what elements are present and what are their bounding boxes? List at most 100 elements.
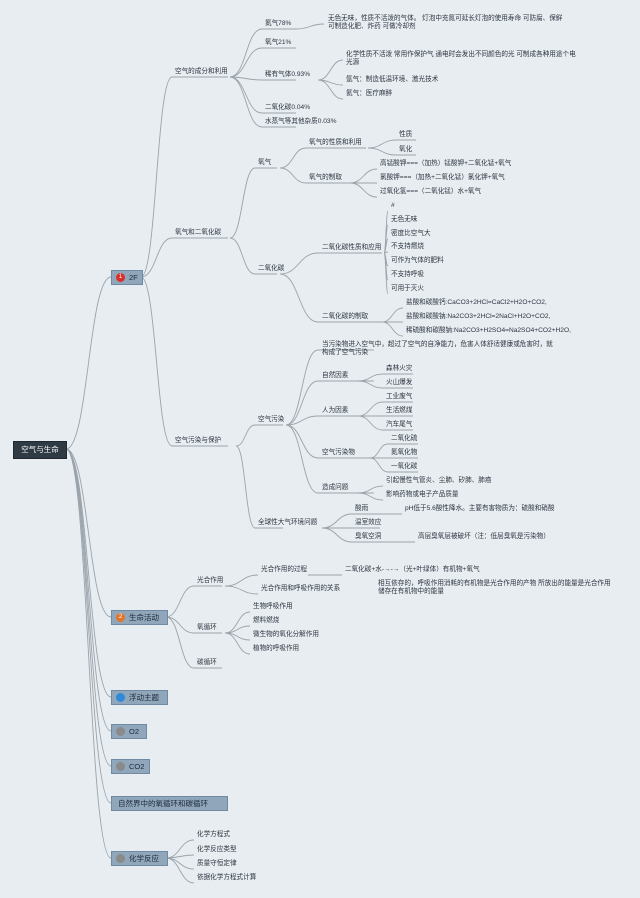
leaf-co2-prep[interactable]: 盐酸和碳酸钙:CaCO3+2HCl=CaCl2+H2O+CO2,: [406, 299, 547, 306]
leaf-o2-property[interactable]: 性质: [399, 131, 413, 138]
connector-line: [224, 585, 259, 595]
leaf-co2-property[interactable]: 不支持燃烧: [391, 243, 424, 250]
leaf-oxygen-cycle[interactable]: 生物呼吸作用: [253, 603, 293, 610]
node-problems[interactable]: 造成问题: [322, 484, 349, 491]
leaf-natural-factor[interactable]: 森林火灾: [386, 365, 413, 372]
connector-line: [65, 448, 112, 804]
connector-line: [165, 616, 222, 634]
node-human-factors[interactable]: 人为因素: [322, 407, 349, 414]
node-oxygen[interactable]: 氧气21%: [265, 39, 292, 46]
node-photosynthesis[interactable]: 光合作用: [197, 577, 224, 584]
marker-badge: [116, 854, 125, 863]
node-pollutants[interactable]: 空气污染物: [322, 449, 355, 456]
node-photosynthesis-process[interactable]: 光合作用的过程: [261, 566, 308, 573]
connector-line: [224, 574, 259, 587]
leaf-human-factor[interactable]: 生活燃煤: [386, 407, 413, 414]
connector-line: [165, 585, 222, 618]
leaf-co2-property[interactable]: 密度比空气大: [391, 230, 431, 237]
connector-line: [357, 485, 384, 494]
connector-line: [279, 252, 382, 275]
leaf-co2-prep[interactable]: 稀硫酸和碳酸钠:Na2CO3+H2SO4=Na2SO4+CO2+H2O,: [406, 327, 571, 334]
node-co2-properties[interactable]: 二氧化碳性质和应用: [322, 244, 382, 251]
connector-line: [140, 76, 228, 278]
node-co2-preparation[interactable]: 二氧化碳的制取: [322, 313, 369, 320]
leaf-human-factor[interactable]: 工业废气: [386, 393, 413, 400]
node-o2-preparation[interactable]: 氧气的制取: [309, 174, 342, 181]
leaf-co2-prep[interactable]: 盐酸和碳酸钠:Na2CO3+2HCl=2NaCl+H2O+CO2,: [406, 313, 551, 320]
connector-line: [224, 632, 251, 655]
leaf-co2-property[interactable]: #: [391, 202, 395, 209]
branch-cycles[interactable]: 自然界中的氧循环和碳循环: [111, 796, 228, 811]
node-air-composition[interactable]: 空气的成分和利用: [175, 68, 228, 75]
connector-line: [65, 448, 112, 767]
connector-line: [229, 28, 296, 78]
leaf-human-factor[interactable]: 汽车尾气: [386, 421, 413, 428]
leaf-reaction[interactable]: 依据化学方程式计算: [197, 874, 257, 881]
branch-o2[interactable]: O2: [111, 724, 147, 739]
leaf-co2-property[interactable]: 可用于灭火: [391, 285, 424, 292]
leaf-pollutant[interactable]: 氮氧化物: [391, 449, 418, 456]
connector-line: [279, 273, 382, 323]
connector-line: [65, 448, 112, 859]
leaf-oxygen-cycle[interactable]: 植物的呼吸作用: [253, 645, 300, 652]
connector-line: [369, 443, 418, 459]
leaf-pollutant[interactable]: 一氧化碳: [391, 463, 418, 470]
leaf-reaction[interactable]: 化学方程式: [197, 831, 230, 838]
connector-line: [279, 147, 366, 169]
branch-air[interactable]: 1 2F: [111, 270, 143, 285]
root-node[interactable]: 空气与生命: [13, 441, 67, 459]
node-acid-rain[interactable]: 酸雨: [355, 505, 369, 512]
node-nitrogen[interactable]: 氮气78%: [265, 20, 292, 27]
branch-life[interactable]: 2 生命活动: [111, 610, 168, 625]
connector-line: [321, 527, 380, 543]
note-acid-rain: pH低于5.6酸性降水。主要有害物质为：硫酸和硝酸: [405, 505, 555, 512]
node-photo-respiration-relation[interactable]: 光合作用和呼吸作用的关系: [261, 585, 341, 592]
branch-co2[interactable]: CO2: [111, 759, 150, 774]
leaf-oxygen-cycle[interactable]: 微生物的氧化分解作用: [253, 631, 319, 638]
node-air-pollution[interactable]: 空气污染: [258, 416, 285, 423]
node-co2[interactable]: 二氧化碳: [258, 265, 285, 272]
connector-line: [285, 424, 374, 494]
node-oxygen-co2[interactable]: 氧气和二氧化碳: [175, 229, 222, 236]
leaf-o2-prep-3[interactable]: 过氧化氢===（二氧化锰）水+氧气: [380, 188, 482, 195]
connector-line: [349, 182, 378, 198]
leaf-o2-prep-2[interactable]: 氯酸钾===（加热+二氧化锰）氯化钾+氧气: [380, 174, 505, 181]
leaf-o2-prep-1[interactable]: 高锰酸钾===（加热）锰酸钾+二氧化锰+氧气: [380, 160, 512, 167]
leaf-co2-property[interactable]: 可作为气体的肥料: [391, 257, 444, 264]
marker-badge: 1: [116, 273, 125, 282]
leaf-problem[interactable]: 引起慢性气管炎、尘肺、矽肺、肺癌: [386, 477, 492, 484]
node-carbon-dioxide-share[interactable]: 二氧化碳0.04%: [265, 104, 311, 111]
node-carbon-cycle[interactable]: 碳循环: [197, 659, 217, 666]
node-o2[interactable]: 氧气: [258, 159, 272, 166]
connector-line: [317, 59, 344, 81]
node-natural-factors[interactable]: 自然因素: [322, 372, 349, 379]
branch-label: O2: [129, 727, 140, 736]
branch-floating-topic[interactable]: 浮动主题: [111, 690, 168, 705]
node-ozone-hole[interactable]: 臭氧空洞: [355, 533, 382, 540]
node-greenhouse[interactable]: 温室效应: [355, 519, 382, 526]
connector-line: [285, 415, 374, 426]
leaf-pollutant[interactable]: 二氧化硫: [391, 435, 418, 442]
node-other-gases[interactable]: 水蒸气等其他杂质0.03%: [265, 118, 337, 125]
leaf-co2-property[interactable]: 无色无味: [391, 216, 418, 223]
branch-label: 浮动主题: [129, 693, 159, 702]
marker-badge: [116, 727, 125, 736]
node-global-issues[interactable]: 全球性大气环境问题: [258, 519, 318, 526]
note-ozone: 高层臭氧层被破坏（注：低层臭氧是污染物）: [418, 533, 550, 540]
leaf-problem[interactable]: 影响药物或电子产品质量: [386, 491, 459, 498]
branch-reaction[interactable]: 化学反应: [111, 851, 168, 866]
leaf-o2-oxidation[interactable]: 氧化: [399, 146, 413, 153]
leaf-co2-property[interactable]: 不支持呼吸: [391, 271, 424, 278]
branch-label: CO2: [129, 762, 145, 771]
node-oxygen-cycle[interactable]: 氧循环: [197, 624, 217, 631]
node-rare-gas[interactable]: 稀有气体0.93%: [265, 71, 311, 78]
note-photosynthesis-equation: 二氧化碳+水-→-→（光+叶绿体）有机物+氧气: [345, 566, 480, 573]
node-o2-properties[interactable]: 氧气的性质和利用: [309, 139, 362, 146]
connector-line: [381, 321, 404, 337]
leaf-natural-factor[interactable]: 火山爆发: [386, 379, 413, 386]
note-photo-respiration: 相互依存的，呼吸作用消耗的有机物是光合作用的产物 所放出的能量是光合作用储存在有…: [378, 580, 611, 596]
leaf-reaction[interactable]: 质量守恒定律: [197, 860, 237, 867]
node-pollution-protection[interactable]: 空气污染与保护: [175, 437, 222, 444]
leaf-reaction[interactable]: 化学反应类型: [197, 846, 237, 853]
leaf-oxygen-cycle[interactable]: 燃料燃烧: [253, 617, 280, 624]
